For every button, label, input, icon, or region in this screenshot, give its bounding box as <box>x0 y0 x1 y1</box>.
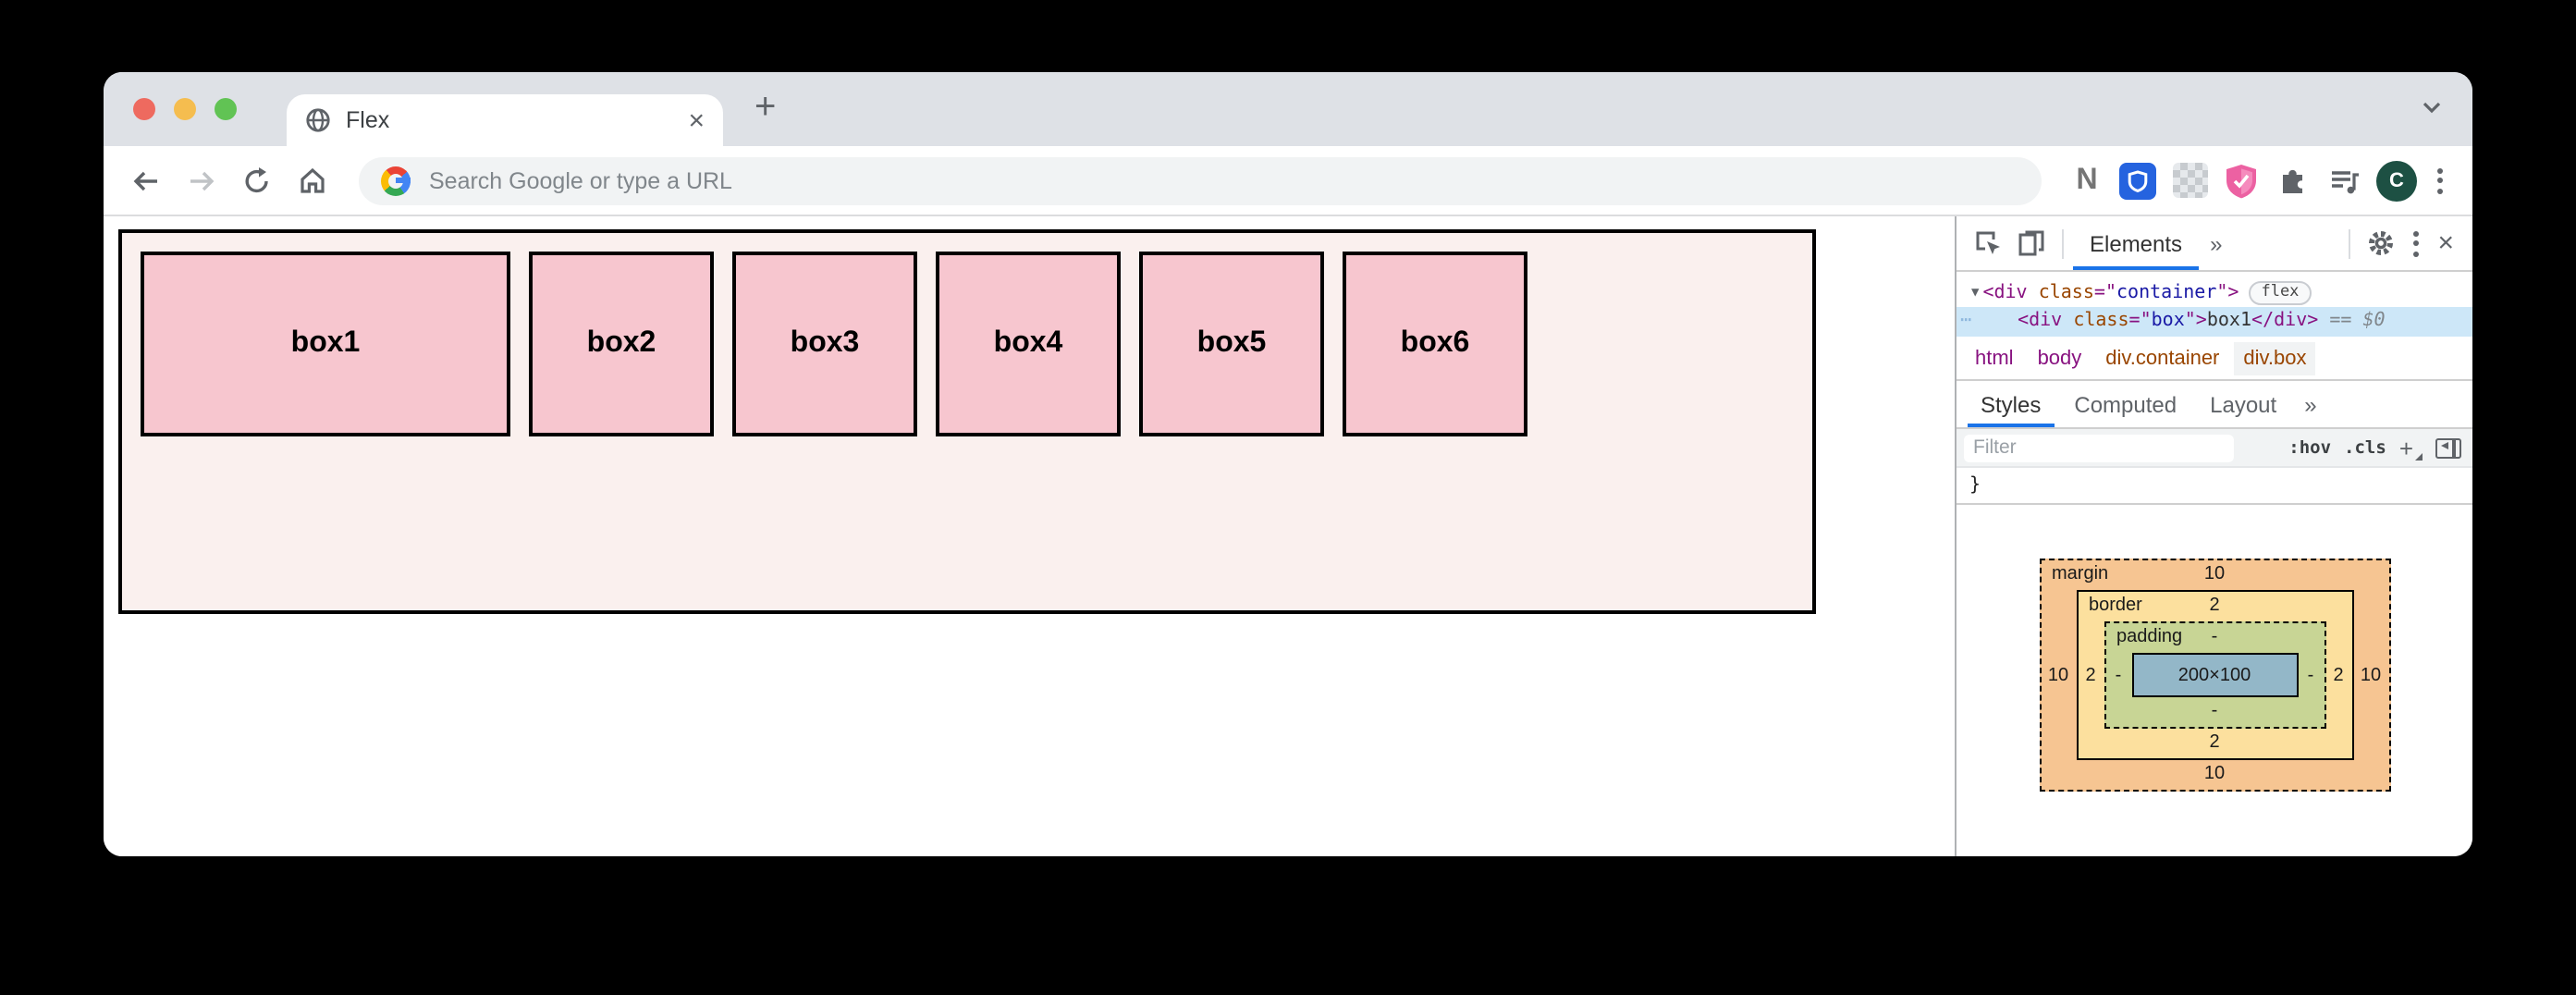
browser-menu-kebab-icon[interactable] <box>2426 167 2454 193</box>
styles-filter-input[interactable] <box>1964 434 2234 461</box>
address-bar[interactable] <box>359 156 2042 204</box>
flex-box-4: box4 <box>936 252 1121 436</box>
extensions-puzzle-icon[interactable] <box>2271 156 2315 204</box>
tab-strip: Flex × + <box>104 72 2472 146</box>
divider <box>2062 228 2064 258</box>
devtools-settings-gear-icon[interactable] <box>2360 229 2402 257</box>
border-left-value: 2 <box>2085 665 2096 685</box>
playlist-queue-icon[interactable] <box>2323 156 2367 204</box>
flex-badge[interactable]: flex <box>2248 281 2312 305</box>
padding-right-value: - <box>2307 665 2314 685</box>
tab-close-icon[interactable]: × <box>688 104 705 136</box>
flex-box-6: box6 <box>1343 252 1527 436</box>
divider <box>2349 228 2351 258</box>
flex-box-1: box1 <box>141 252 510 436</box>
dom-node-container[interactable]: ▼<div class="container">flex <box>1957 277 2472 307</box>
tab-elements[interactable]: Elements <box>2073 216 2200 270</box>
devtools-panel: Elements » × ▼<div class="container">fle <box>1955 216 2472 856</box>
tab-title: Flex <box>346 107 390 133</box>
breadcrumb-div-box[interactable]: div.box <box>2234 341 2316 375</box>
pink-shield-extension-icon[interactable] <box>2219 156 2263 204</box>
breadcrumb-body[interactable]: body <box>2037 347 2082 369</box>
style-rule-closing-brace: } <box>1957 468 2472 505</box>
dock-sidebar-icon[interactable] <box>2435 437 2461 458</box>
browser-tab[interactable]: Flex × <box>287 94 723 146</box>
disabled-extension-icon[interactable] <box>2167 156 2212 204</box>
styles-filter-bar: :hov .cls + <box>1957 429 2472 468</box>
box-model-margin[interactable]: margin 10 10 border 2 <box>2039 559 2390 792</box>
box-model-padding[interactable]: padding - - 200×100 - <box>2104 621 2325 729</box>
window-content: box1 box2 box3 box4 box5 box6 <box>104 216 2472 856</box>
devtools-header: Elements » × <box>1957 216 2472 272</box>
window-controls <box>133 98 237 120</box>
toggle-class-button[interactable]: .cls <box>2344 437 2386 458</box>
tab-search-chevron-icon[interactable] <box>2421 96 2443 118</box>
box-model-content[interactable]: 200×100 <box>2131 653 2298 697</box>
flex-box-3: box3 <box>732 252 917 436</box>
extension-n-icon[interactable]: N <box>2076 164 2097 195</box>
new-style-rule-button[interactable]: + <box>2399 434 2423 461</box>
page-viewport: box1 box2 box3 box4 box5 box6 <box>104 216 1955 856</box>
margin-right-value: 10 <box>2360 665 2382 685</box>
devtools-close-icon[interactable]: × <box>2437 227 2454 259</box>
devtools-menu-kebab-icon[interactable] <box>2402 230 2430 256</box>
inspect-element-icon[interactable] <box>1968 229 2010 257</box>
profile-avatar[interactable]: C <box>2374 156 2419 204</box>
more-panels-chevrons[interactable]: » <box>2210 230 2223 256</box>
toggle-hover-state-button[interactable]: :hov <box>2288 437 2332 458</box>
tab-computed[interactable]: Computed <box>2074 391 2177 417</box>
reload-icon[interactable] <box>233 156 281 204</box>
node-options-dots-icon[interactable]: ⋯ <box>1960 311 1974 331</box>
new-tab-button[interactable]: + <box>754 87 777 128</box>
dom-breadcrumbs: html body div.container div.box <box>1957 337 2472 381</box>
close-window-button[interactable] <box>133 98 155 120</box>
box-model-section: margin 10 10 border 2 <box>1957 505 2472 856</box>
home-icon[interactable] <box>288 156 337 204</box>
padding-top-value: - <box>2211 627 2218 647</box>
border-right-value: 2 <box>2333 665 2344 685</box>
margin-bottom-value: 10 <box>2203 764 2226 784</box>
flex-box-2: box2 <box>529 252 714 436</box>
zoom-window-button[interactable] <box>215 98 237 120</box>
more-sidebar-tabs-chevrons[interactable]: » <box>2304 391 2317 417</box>
margin-label: margin <box>2052 564 2109 584</box>
margin-left-value: 10 <box>2047 665 2069 685</box>
url-input[interactable] <box>429 167 2019 193</box>
tab-layout[interactable]: Layout <box>2210 391 2277 417</box>
minimize-window-button[interactable] <box>174 98 196 120</box>
browser-toolbar: N <box>104 146 2472 216</box>
border-top-value: 2 <box>2209 596 2220 616</box>
flex-box-5: box5 <box>1139 252 1324 436</box>
dom-node-box1-selected[interactable]: ⋯<div class="box">box1</div> == $0 <box>1957 307 2472 337</box>
back-icon[interactable] <box>122 156 170 204</box>
box-model-diagram: margin 10 10 border 2 <box>2039 559 2390 792</box>
globe-favicon-icon <box>305 107 331 133</box>
flex-container: box1 box2 box3 box4 box5 box6 <box>118 229 1816 614</box>
device-toolbar-icon[interactable] <box>2010 229 2053 257</box>
dom-tree: ▼<div class="container">flex ⋯<div class… <box>1957 272 2472 337</box>
expand-arrow-icon[interactable]: ▼ <box>1971 285 1980 300</box>
sidebar-tabs: Styles Computed Layout » <box>1957 381 2472 429</box>
margin-top-value: 10 <box>2203 564 2226 584</box>
border-bottom-value: 2 <box>2209 732 2220 753</box>
google-logo-icon <box>381 166 411 195</box>
border-label: border <box>2089 596 2142 616</box>
browser-window: Flex × + <box>104 72 2472 856</box>
breadcrumb-div-container[interactable]: div.container <box>2105 347 2220 369</box>
padding-bottom-value: - <box>2211 701 2218 721</box>
bitwarden-extension-icon[interactable] <box>2116 156 2160 204</box>
forward-icon[interactable] <box>178 156 226 204</box>
breadcrumb-html[interactable]: html <box>1975 347 2014 369</box>
tab-styles[interactable]: Styles <box>1964 381 2057 427</box>
dollar-zero-ref: $0 <box>2362 311 2386 331</box>
padding-label: padding <box>2116 627 2183 647</box>
box-model-border[interactable]: border 2 2 padding - <box>2076 590 2353 760</box>
padding-left-value: - <box>2115 665 2122 685</box>
